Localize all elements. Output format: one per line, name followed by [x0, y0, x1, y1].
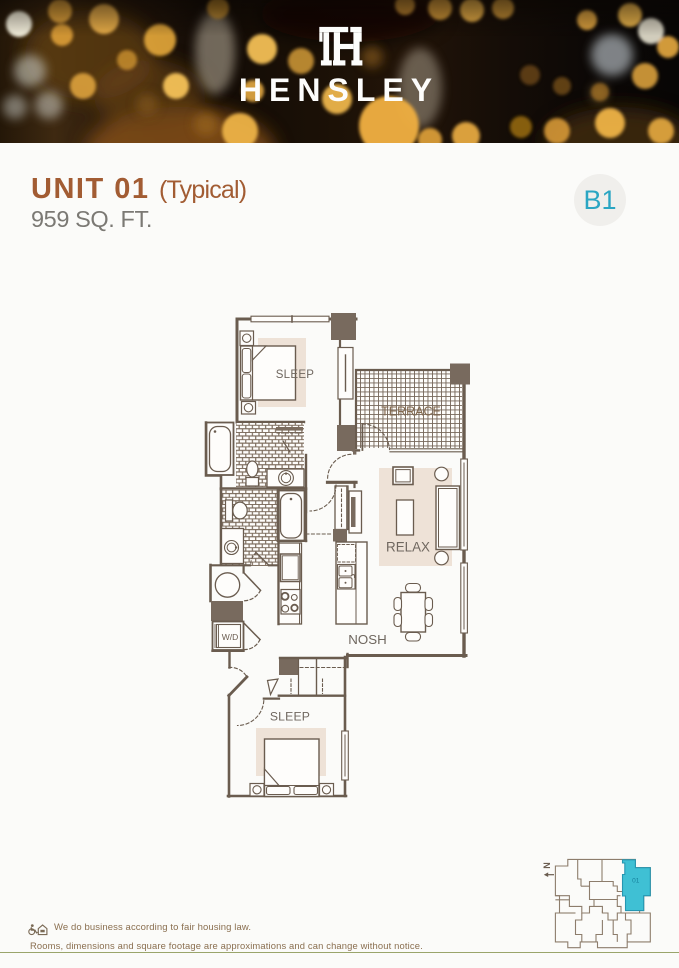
svg-text:RELAX: RELAX — [386, 540, 430, 555]
svg-text:N: N — [542, 862, 552, 869]
svg-text:NOSH: NOSH — [348, 632, 386, 647]
svg-text:W/D: W/D — [222, 632, 239, 642]
svg-text:TERRACE: TERRACE — [381, 405, 441, 419]
svg-text:HENSLEY: HENSLEY — [239, 72, 439, 108]
svg-text:SLEEP: SLEEP — [276, 369, 315, 381]
svg-text:01: 01 — [632, 878, 640, 885]
svg-text:SLEEP: SLEEP — [270, 710, 310, 724]
